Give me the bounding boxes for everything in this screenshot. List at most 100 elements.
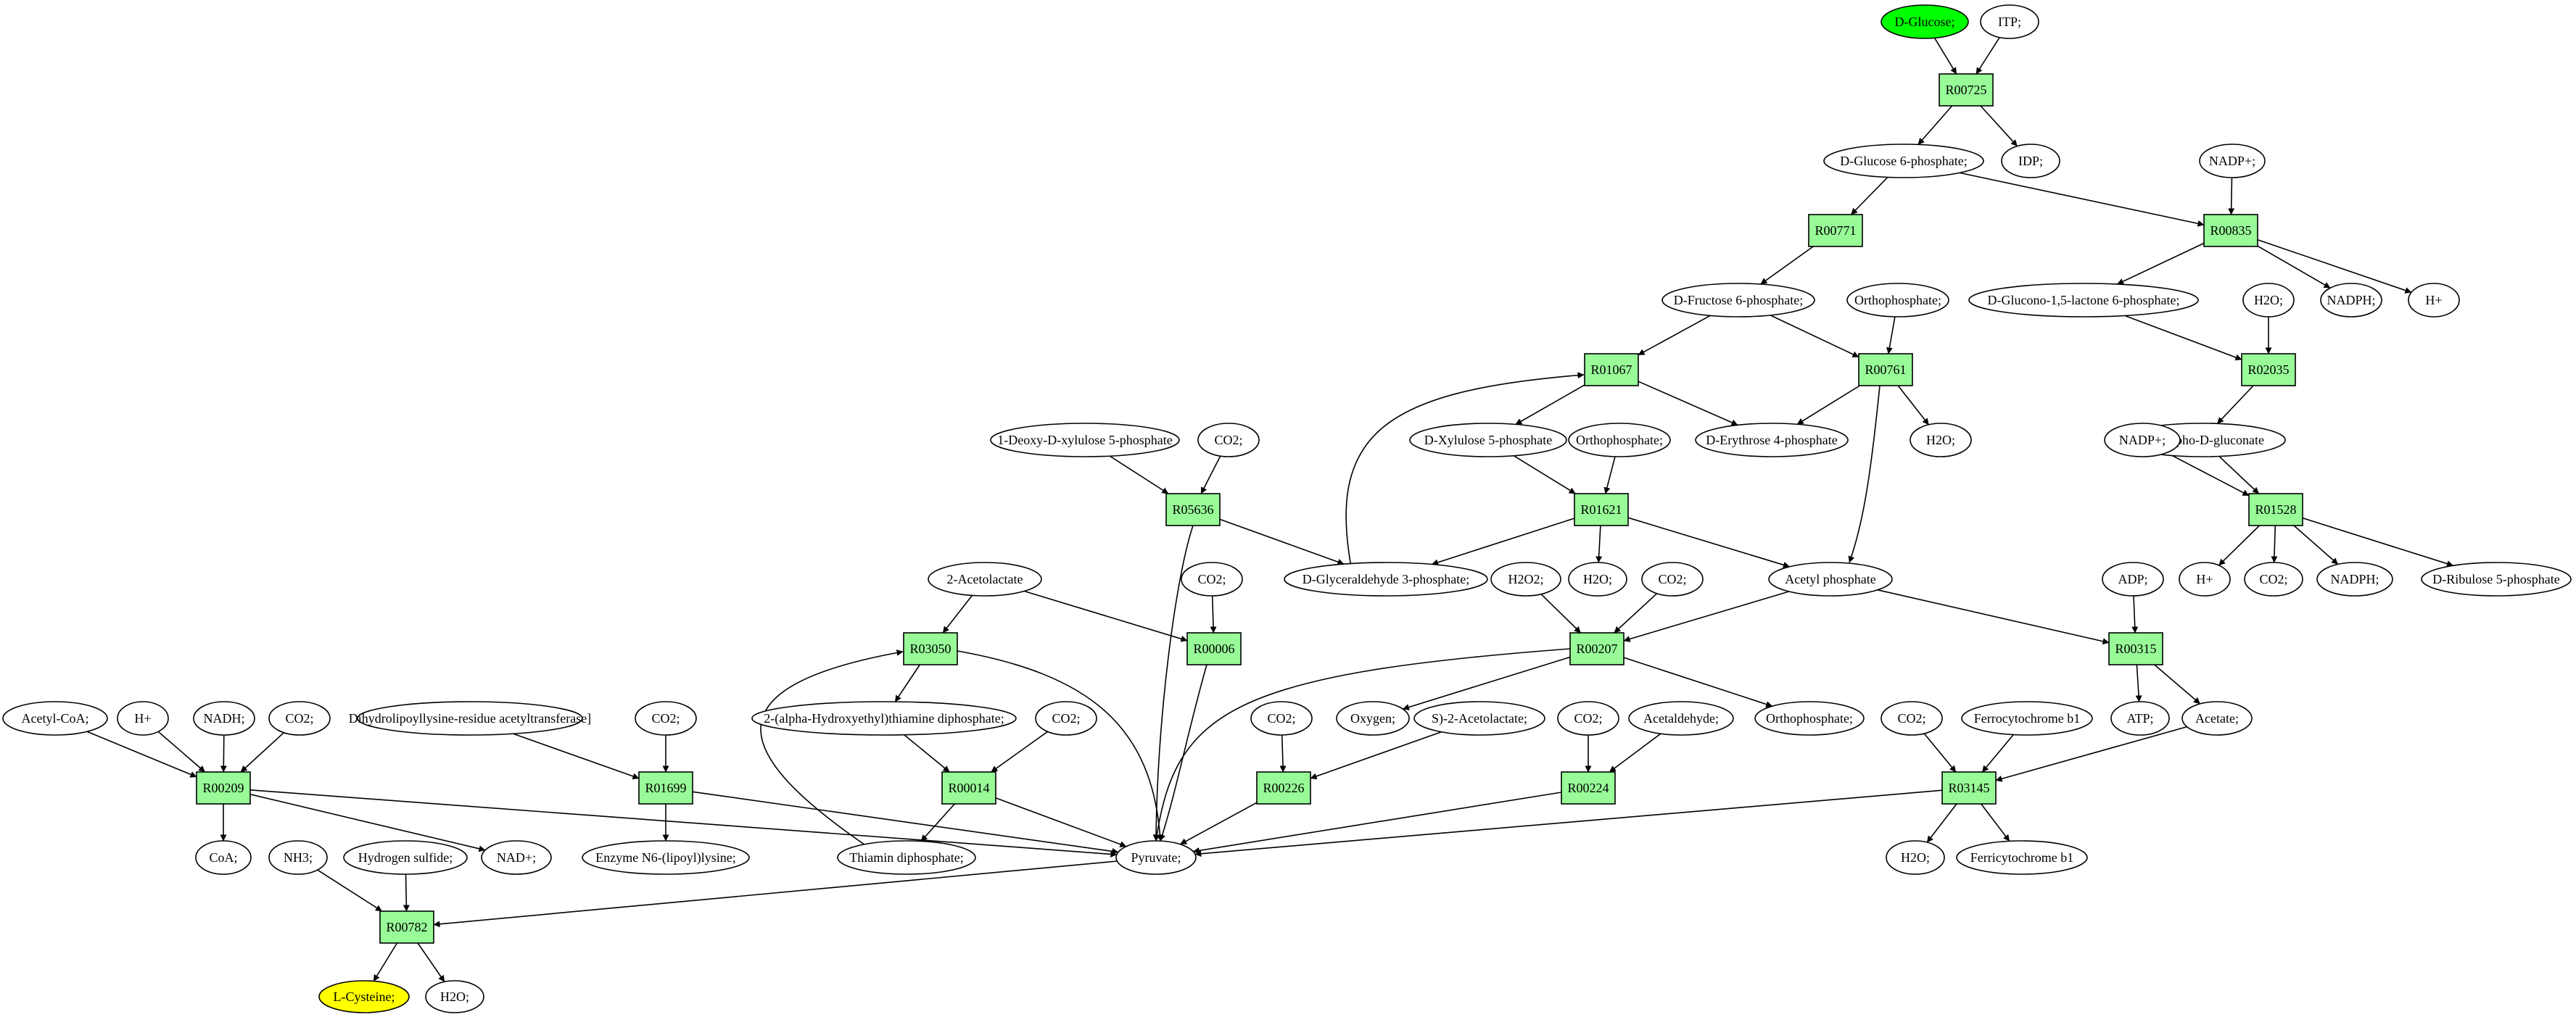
edge-c-co2-j-to-r-03145 bbox=[1923, 733, 1957, 773]
compound-node-h2o[interactable]: H2O; bbox=[1910, 423, 1972, 457]
compound-label: S)-2-Acetolactate; bbox=[1432, 711, 1527, 726]
reaction-node-r00209[interactable]: R00209 bbox=[196, 771, 251, 805]
compound-node-co2[interactable]: CO2; bbox=[1035, 701, 1097, 736]
compound-node-h2o[interactable]: H2O; bbox=[425, 980, 484, 1013]
compound-node-pyruvate[interactable]: Pyruvate; bbox=[1115, 840, 1197, 875]
edge-c-g6p-to-r-00835 bbox=[1959, 172, 2205, 227]
reaction-node-r05636[interactable]: R05636 bbox=[1165, 493, 1221, 526]
edge-r-01067-to-c-x5p bbox=[1515, 384, 1585, 426]
reaction-node-r01067[interactable]: R01067 bbox=[1584, 353, 1639, 386]
compound-node-orthophosphate[interactable]: Orthophosphate; bbox=[1846, 283, 1949, 317]
compound-node-co2[interactable]: CO2; bbox=[635, 701, 697, 736]
compound-node-l-cysteine[interactable]: L-Cysteine; bbox=[318, 980, 410, 1013]
compound-node-1-deoxy-d-xylulose-5-phosphate[interactable]: 1-Deoxy-D-xylulose 5-phosphate bbox=[990, 423, 1180, 457]
compound-node-nadph[interactable]: NADPH; bbox=[2316, 562, 2393, 597]
compound-node-h[interactable]: H+ bbox=[117, 701, 169, 736]
reaction-node-r00224[interactable]: R00224 bbox=[1561, 771, 1616, 805]
compound-node-d-glucono-1-5-lactone-6-phosphate[interactable]: D-Glucono-1,5-lactone 6-phosphate; bbox=[1968, 283, 2199, 317]
compound-node-co2[interactable]: CO2; bbox=[268, 701, 331, 736]
reaction-node-r00771[interactable]: R00771 bbox=[1808, 214, 1863, 247]
compound-label: NH3; bbox=[284, 850, 313, 865]
reaction-node-r03145[interactable]: R03145 bbox=[1941, 771, 1997, 805]
compound-node-d-glucose[interactable]: D-Glucose; bbox=[1881, 4, 1969, 39]
compound-node-acetyl-coa[interactable]: Acetyl-CoA; bbox=[2, 701, 108, 736]
edge-r-01528-to-c-nadph2 bbox=[2293, 525, 2339, 565]
reaction-node-r01621[interactable]: R01621 bbox=[1574, 493, 1629, 526]
reaction-node-r00006[interactable]: R00006 bbox=[1186, 632, 1242, 665]
compound-node-co2[interactable]: CO2; bbox=[2244, 562, 2303, 597]
compound-node-thiamin-diphosphate[interactable]: Thiamin diphosphate; bbox=[837, 840, 976, 875]
compound-node-co2[interactable]: CO2; bbox=[1197, 423, 1260, 457]
reaction-node-r00835[interactable]: R00835 bbox=[2203, 214, 2258, 247]
reaction-node-r01699[interactable]: R01699 bbox=[638, 771, 693, 805]
compound-node-co2[interactable]: CO2; bbox=[1641, 562, 1704, 597]
compound-node-adp[interactable]: ADP; bbox=[2102, 562, 2164, 597]
compound-node-2-acetolactate[interactable]: 2-Acetolactate bbox=[928, 562, 1042, 597]
compound-node-d-erythrose-4-phosphate[interactable]: D-Erythrose 4-phosphate bbox=[1695, 423, 1849, 457]
reaction-node-r03050[interactable]: R03050 bbox=[903, 632, 958, 665]
compound-node-nadh[interactable]: NADH; bbox=[193, 701, 255, 736]
compound-node-acetate[interactable]: Acetate; bbox=[2181, 701, 2253, 736]
compound-node-2-alpha-hydroxyethyl-thiamine-diphosphate[interactable]: 2-(alpha-Hydroxyethyl)thiamine diphospha… bbox=[751, 701, 1017, 736]
compound-node-d-ribulose-5-phosphate[interactable]: D-Ribulose 5-phosphate bbox=[2421, 562, 2572, 597]
compound-label: IDP; bbox=[2018, 154, 2043, 168]
compound-node-h[interactable]: H+ bbox=[2408, 283, 2460, 317]
compound-label: Orthophosphate; bbox=[1766, 711, 1853, 726]
reaction-node-r00761[interactable]: R00761 bbox=[1858, 353, 1913, 386]
compound-node-nadp[interactable]: NADP+; bbox=[2104, 423, 2181, 457]
compound-node-dihydrolipoyllysine-residue-acetyltransferase[interactable]: Dihydrolipoyllysine-residue acetyltransf… bbox=[349, 701, 591, 736]
compound-node-nad[interactable]: NAD+; bbox=[481, 840, 552, 875]
reaction-node-r00226[interactable]: R00226 bbox=[1256, 771, 1311, 805]
compound-node-co2[interactable]: CO2; bbox=[1881, 701, 1943, 736]
compound-node-co2[interactable]: CO2; bbox=[1181, 562, 1243, 597]
reaction-node-r00014[interactable]: R00014 bbox=[941, 771, 996, 805]
compound-node-atp[interactable]: ATP; bbox=[2110, 701, 2170, 736]
edge-r-03050-to-c-hetpp bbox=[894, 664, 920, 702]
compound-node-co2[interactable]: CO2; bbox=[1557, 701, 1619, 736]
compound-node-d-glucose-6-phosphate[interactable]: D-Glucose 6-phosphate; bbox=[1823, 144, 1984, 178]
reaction-node-r00315[interactable]: R00315 bbox=[2108, 632, 2163, 665]
compound-node-s-2-acetolactate[interactable]: S)-2-Acetolactate; bbox=[1413, 701, 1545, 736]
compound-node-ferrocytochrome-b1[interactable]: Ferrocytochrome b1 bbox=[1961, 701, 2093, 736]
compound-node-nh3[interactable]: NH3; bbox=[268, 840, 328, 875]
compound-node-orthophosphate[interactable]: Orthophosphate; bbox=[1754, 701, 1865, 736]
compound-shape bbox=[2104, 423, 2181, 457]
compound-node-d-glyceraldehyde-3-phosphate[interactable]: D-Glyceraldehyde 3-phosphate; bbox=[1284, 562, 1488, 597]
compound-label: Acetaldehyde; bbox=[1643, 711, 1719, 726]
compound-node-h[interactable]: H+ bbox=[2179, 562, 2231, 597]
reaction-node-r00725[interactable]: R00725 bbox=[1939, 73, 1994, 107]
compound-shape bbox=[1886, 840, 1945, 875]
compound-node-acetyl-phosphate[interactable]: Acetyl phosphate bbox=[1768, 562, 1893, 597]
compound-node-enzyme-n6-lipoyl-lysine[interactable]: Enzyme N6-(lipoyl)lysine; bbox=[582, 840, 750, 875]
compound-shape bbox=[1557, 701, 1619, 736]
compound-node-co2[interactable]: CO2; bbox=[1250, 701, 1313, 736]
compound-node-idp[interactable]: IDP; bbox=[2001, 144, 2060, 178]
compound-label: H2O; bbox=[1583, 572, 1612, 586]
edge-r-03145-to-c-h2o-d bbox=[1926, 803, 1957, 843]
compound-node-h2o[interactable]: H2O; bbox=[1886, 840, 1945, 875]
reaction-node-r00207[interactable]: R00207 bbox=[1569, 632, 1625, 665]
reaction-label: R00761 bbox=[1865, 362, 1906, 377]
compound-node-d-fructose-6-phosphate[interactable]: D-Fructose 6-phosphate; bbox=[1661, 283, 1815, 317]
edge-r-00014-to-c-pyruvate bbox=[995, 797, 1127, 847]
compound-node-nadp[interactable]: NADP+; bbox=[2199, 144, 2266, 178]
compound-node-h2o2[interactable]: H2O2; bbox=[1490, 562, 1561, 597]
compound-node-itp[interactable]: ITP; bbox=[1980, 4, 2039, 39]
compound-node-hydrogen-sulfide[interactable]: Hydrogen sulfide; bbox=[343, 840, 468, 875]
reaction-node-r02035[interactable]: R02035 bbox=[2241, 353, 2296, 386]
compound-node-d-xylulose-5-phosphate[interactable]: D-Xylulose 5-phosphate bbox=[1409, 423, 1567, 457]
compound-node-ferricytochrome-b1[interactable]: Ferricytochrome b1 bbox=[1956, 840, 2088, 875]
compound-label: Ferrocytochrome b1 bbox=[1974, 711, 2080, 726]
compound-node-h2o[interactable]: H2O; bbox=[1568, 562, 1627, 597]
compound-node-acetaldehyde[interactable]: Acetaldehyde; bbox=[1628, 701, 1734, 736]
compound-node-orthophosphate[interactable]: Orthophosphate; bbox=[1568, 423, 1671, 457]
compound-node-coa[interactable]: CoA; bbox=[195, 840, 252, 875]
compound-node-h2o[interactable]: H2O; bbox=[2242, 283, 2295, 317]
reaction-label: R00725 bbox=[1945, 83, 1986, 97]
compound-node-nadph[interactable]: NADPH; bbox=[2320, 283, 2382, 317]
reaction-node-r00782[interactable]: R00782 bbox=[379, 910, 434, 944]
reaction-node-r01528[interactable]: R01528 bbox=[2248, 493, 2303, 526]
compound-label: H2O; bbox=[2254, 293, 2283, 307]
compound-node-oxygen[interactable]: Oxygen; bbox=[1336, 701, 1410, 736]
compound-label: Acetate; bbox=[2195, 711, 2239, 726]
